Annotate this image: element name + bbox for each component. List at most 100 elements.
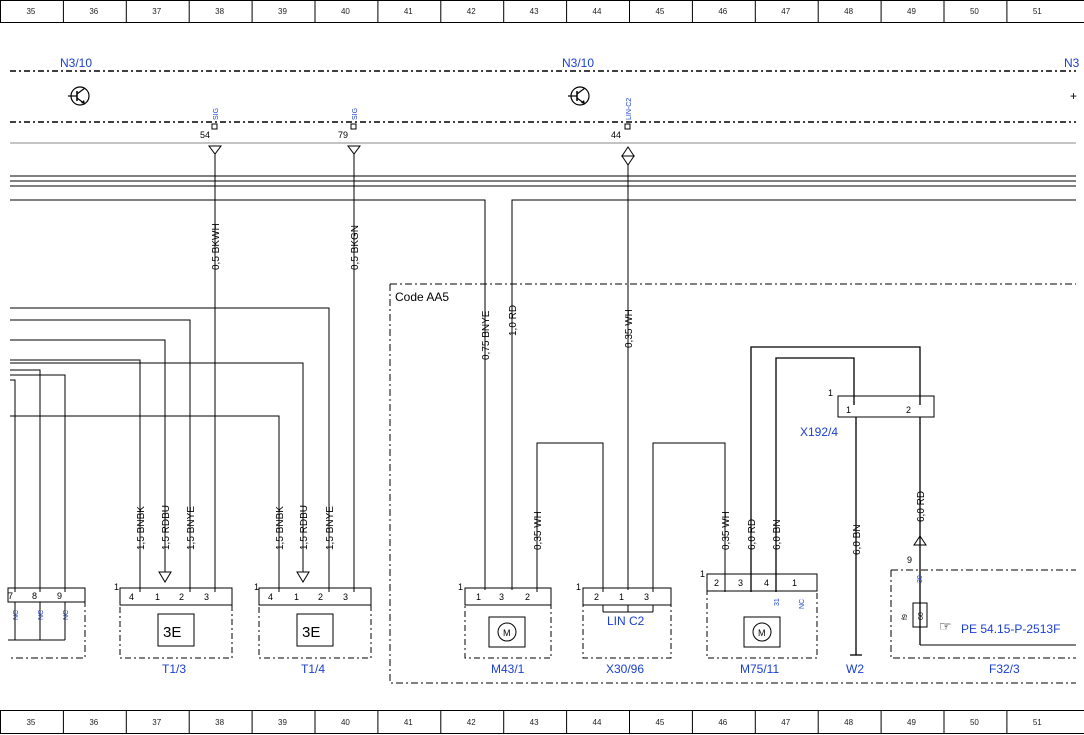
wire-label: 6,0 RD — [747, 519, 758, 550]
signal-pin-79: SIG 79 — [338, 108, 361, 155]
top-grid-number: 36 — [89, 7, 98, 16]
component-label: M43/1 — [491, 662, 525, 676]
bottom-grid-number: 35 — [26, 718, 35, 727]
left-feed-wires — [10, 307, 330, 592]
reference-link[interactable]: PE 54.15-P-2513F — [961, 622, 1060, 636]
svg-text:2: 2 — [525, 592, 530, 602]
signal-pin-54: SIG 54 — [200, 108, 222, 155]
signal-pin-44: LIN-C2 44 — [611, 98, 635, 166]
svg-text:f9: f9 — [902, 614, 909, 620]
horizontal-bus-wires — [10, 142, 1076, 590]
wire-label: 6,0 RD — [916, 491, 927, 522]
wire-label: 1,5 RDBU — [161, 505, 172, 550]
wire-label: 0,35 WH — [721, 511, 732, 550]
bottom-grid-number: 42 — [467, 718, 476, 727]
svg-text:3: 3 — [499, 592, 504, 602]
svg-text:4: 4 — [764, 578, 769, 588]
wire-label: 1,5 RDBU — [299, 505, 310, 550]
bottom-grid-number: 45 — [655, 718, 664, 727]
svg-text:1: 1 — [254, 582, 259, 592]
top-grid-number: 45 — [655, 7, 664, 16]
bottom-grid-number: 51 — [1033, 718, 1042, 727]
svg-text:1: 1 — [700, 569, 705, 579]
wire-label: 0,35 WH — [624, 309, 635, 348]
wire-m43-wh — [536, 442, 604, 592]
bottom-grid-number: 38 — [215, 718, 224, 727]
wire-label: 1,5 BNYE — [186, 506, 197, 550]
svg-text:1: 1 — [576, 582, 581, 592]
svg-text:NC: NC — [38, 610, 45, 620]
svg-text:NC: NC — [799, 599, 806, 609]
component-f32-3[interactable]: 9 30 f9 60 ☞ PE 54.15-P-2513F F32/3 — [890, 555, 1076, 676]
transformer-icon: 3E — [163, 624, 181, 641]
top-grid-number: 51 — [1033, 7, 1042, 16]
svg-text:1: 1 — [458, 582, 463, 592]
top-grid-number: 47 — [781, 7, 790, 16]
top-grid-number: 42 — [467, 7, 476, 16]
bottom-grid-number: 40 — [341, 718, 350, 727]
svg-text:NC: NC — [13, 610, 20, 620]
pin-number: 44 — [611, 130, 621, 140]
wire-m75-wh — [652, 442, 726, 592]
svg-text:1: 1 — [619, 592, 624, 602]
sig-label: SIG — [213, 108, 220, 120]
module-c-mark: + — [1070, 89, 1077, 103]
svg-text:1: 1 — [792, 578, 797, 588]
svg-text:1: 1 — [476, 592, 481, 602]
svg-text:NC: NC — [63, 610, 70, 620]
top-grid-number: 38 — [215, 7, 224, 16]
svg-text:1: 1 — [155, 592, 160, 602]
svg-text:2: 2 — [906, 405, 911, 415]
bottom-grid-number: 36 — [89, 718, 98, 727]
svg-text:1: 1 — [114, 582, 119, 592]
pin-arrow — [296, 571, 310, 583]
top-grid-number: 44 — [593, 7, 602, 16]
top-grid-number: 39 — [278, 7, 287, 16]
module-label-n3-10-c: N3 — [1064, 56, 1080, 70]
component-label: W2 — [846, 662, 864, 676]
bottom-grid-number: 46 — [718, 718, 727, 727]
svg-text:60: 60 — [918, 612, 925, 620]
wire-m75-rd — [750, 346, 921, 592]
svg-text:3: 3 — [343, 592, 348, 602]
svg-text:3: 3 — [644, 592, 649, 602]
top-grid-number: 41 — [404, 7, 413, 16]
wire-label: 1,0 RD — [508, 305, 519, 336]
transistor-icon — [568, 86, 590, 106]
pointing-hand-icon: ☞ — [939, 618, 952, 634]
bottom-grid-number: 48 — [844, 718, 853, 727]
bottom-grid-number: 39 — [278, 718, 287, 727]
svg-text:9: 9 — [907, 555, 912, 565]
svg-text:3: 3 — [738, 578, 743, 588]
top-grid-number: 46 — [718, 7, 727, 16]
bottom-grid-number: 41 — [404, 718, 413, 727]
bottom-grid-number: 37 — [152, 718, 161, 727]
top-grid-number: 43 — [530, 7, 539, 16]
svg-text:8: 8 — [32, 591, 37, 601]
module-label-n3-10-b: N3/10 — [562, 56, 594, 70]
code-aa5-boundary — [389, 283, 1076, 684]
component-m43-1[interactable]: 1 1 3 2 M M43/1 — [458, 582, 552, 676]
pin-arrow — [913, 535, 927, 546]
component-m75-11[interactable]: 1 2 3 4 1 31 NC M M75/11 — [700, 569, 818, 676]
connector-x192-4[interactable]: 1 1 2 X192/4 — [800, 388, 935, 439]
wire-m75-bn — [775, 357, 855, 592]
component-t1-3[interactable]: 1 4 1 2 3 3E T1/3 — [114, 582, 233, 676]
pin-number: 79 — [338, 130, 348, 140]
bottom-grid-number: 50 — [970, 718, 979, 727]
wire-label: 0,75 BNYE — [481, 310, 492, 360]
wire-label: 0,5 BKWH — [211, 223, 222, 270]
component-label: F32/3 — [989, 662, 1020, 676]
wire-label: 1,5 BNBK — [275, 506, 286, 550]
svg-text:2: 2 — [179, 592, 184, 602]
component-t1-4[interactable]: 1 4 1 2 3 3E T1/4 — [254, 582, 372, 676]
svg-text:7: 7 — [8, 591, 13, 601]
svg-text:1: 1 — [294, 592, 299, 602]
svg-text:4: 4 — [129, 592, 134, 602]
motor-icon — [497, 622, 517, 642]
component-x30-96[interactable]: 1 2 1 3 LIN C2 X30/96 — [576, 582, 672, 676]
transistor-icon — [68, 86, 90, 106]
svg-text:2: 2 — [594, 592, 599, 602]
